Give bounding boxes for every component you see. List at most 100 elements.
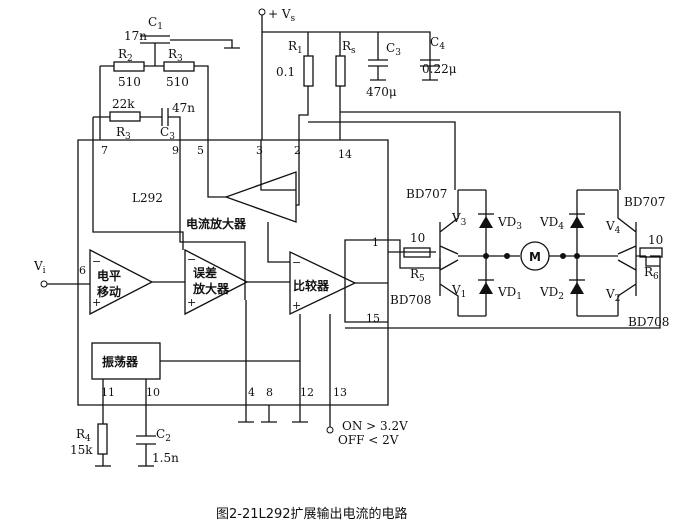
vd4-label: VD4 [539, 215, 564, 232]
pin-14: 14 [338, 148, 352, 161]
wire-osc-to-comp [160, 314, 301, 362]
r6-value: 10 [648, 233, 663, 247]
c4-label: C4 [430, 35, 445, 52]
r5-value: 10 [410, 231, 425, 245]
error-amp-minus: − [187, 253, 196, 266]
pin-10: 10 [146, 386, 160, 399]
left-node-dot [483, 253, 489, 259]
pin-9: 9 [172, 144, 179, 157]
wire-right-diode-rail [576, 189, 618, 317]
pin-8: 8 [266, 386, 273, 399]
vd3-diode [479, 216, 493, 228]
r2-label: R2 [118, 47, 133, 64]
level-shift-plus: + [92, 296, 101, 309]
c2-value: 1.5n [152, 451, 179, 465]
vs-label: + Vs [268, 7, 296, 24]
pin-5: 5 [197, 144, 204, 157]
r4-label: R4 [76, 427, 91, 444]
r3a-label: R3 [168, 47, 183, 64]
ground-pin12 [292, 405, 308, 423]
c3a-value: 47n [172, 101, 195, 115]
r4-value: 15k [70, 443, 93, 457]
q4-transistor [617, 190, 637, 258]
vd2-label: VD2 [539, 285, 564, 302]
c1-capacitor [140, 35, 240, 55]
q3-label: V3 [451, 211, 467, 228]
level-shift-label-1: 电平 [97, 268, 121, 283]
wire-r3b-c3a [92, 116, 181, 140]
motor-label: M [529, 250, 541, 264]
wire-r5 [399, 252, 441, 269]
pin-6: 6 [79, 264, 86, 277]
level-shift-minus: − [92, 255, 101, 268]
c3a-label: C3 [160, 125, 175, 142]
motor-left-dot [504, 253, 510, 259]
wire-pin15-loop [344, 239, 401, 323]
wire-pin5-internal [207, 140, 226, 198]
comparator [289, 250, 357, 316]
vs-terminal [258, 8, 266, 16]
figure-caption: 图2-21L292扩展输出电流的电路 [216, 506, 408, 522]
bd707-left-label: BD707 [406, 187, 447, 201]
oscillator-label: 振荡器 [102, 354, 139, 369]
c2-capacitor [136, 435, 156, 445]
ground-pin8 [261, 405, 277, 423]
wire-vs-bus [261, 15, 431, 140]
vd2-diode [570, 282, 584, 294]
q1-label: V1 [451, 283, 466, 300]
level-shift-label-2: 移动 [97, 284, 121, 299]
motor-right-dot [560, 253, 566, 259]
level-shift-amplifier [89, 248, 154, 316]
q1-transistor [439, 258, 459, 316]
off-label: OFF < 2V [338, 433, 399, 447]
ground-pin4 [238, 405, 254, 423]
r4-resistor [97, 423, 108, 455]
wire-pin3-internal [260, 140, 296, 191]
on-label: ON > 3.2V [342, 419, 408, 433]
q2-transistor [617, 258, 637, 316]
r1-resistor [303, 55, 314, 87]
pin-13: 13 [333, 386, 347, 399]
wire-pin9-internal [179, 140, 246, 300]
vd1-label: VD1 [497, 285, 522, 302]
r5-resistor [403, 247, 431, 258]
c4-capacitor [420, 59, 440, 81]
c2-label: C2 [156, 427, 171, 444]
vd1-diode [479, 282, 493, 294]
rs-label: Rs [342, 39, 356, 56]
c3b-label: C3 [386, 41, 401, 58]
r3b-resistor [109, 111, 141, 122]
c1-label: C1 [148, 15, 163, 32]
wire-top-bus-right [340, 111, 621, 190]
c4-value: 0.22μ [422, 62, 457, 76]
wire-pin7-internal [92, 140, 184, 250]
error-amp-label-1: 误差 [193, 265, 217, 280]
r6-resistor [639, 247, 663, 258]
pin-4: 4 [248, 386, 255, 399]
enable-terminal [326, 426, 334, 434]
r5-label: R5 [410, 267, 425, 284]
c3a-capacitor [161, 108, 169, 126]
pin-11: 11 [101, 386, 115, 399]
pin-15: 15 [366, 312, 380, 325]
q4-label: V4 [605, 219, 621, 236]
wire-bridge-bottom [345, 255, 661, 329]
wire-pin2-internal [296, 140, 300, 206]
r1-label: R1 [288, 39, 303, 56]
ic-outline [77, 139, 389, 406]
comparator-plus: + [292, 299, 301, 312]
wire-currentamp-to-comp [267, 222, 290, 263]
r3b-value: 22k [112, 97, 135, 111]
wire-r2-r3 [99, 55, 209, 140]
wire-sense-bus [308, 121, 456, 190]
wire-r1 [298, 32, 309, 140]
r2-value: 510 [118, 75, 141, 89]
comparator-minus: − [292, 256, 301, 269]
r1-value: 0.1 [276, 65, 295, 79]
error-amp-label-2: 放大器 [192, 281, 230, 296]
c1-value: 17n [124, 29, 147, 43]
current-amplifier-label: 电流放大器 [186, 216, 247, 231]
comparator-label: 比较器 [293, 278, 330, 293]
vi-terminal [40, 280, 48, 288]
